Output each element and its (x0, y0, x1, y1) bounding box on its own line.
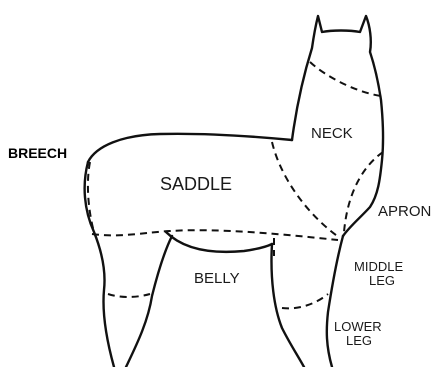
label-middle-leg-line-2: LEG (369, 273, 395, 288)
alpaca-outline (85, 16, 383, 367)
label-neck: NECK (311, 125, 353, 142)
saddle-belly-cut-line (92, 230, 338, 240)
label-lower-leg-line-1: LOWER (334, 319, 382, 334)
front-leg-front-outline (327, 236, 343, 367)
neck-saddle-cut-line (272, 142, 340, 238)
label-apron: APRON (378, 203, 431, 220)
hind-leg-lower-cut-line (108, 294, 150, 297)
front-leg-rear-outline (271, 244, 304, 367)
label-breech: BREECH (8, 145, 67, 161)
front-leg-lower-cut-line (282, 294, 328, 308)
neck-upper-cut-line (310, 62, 381, 96)
label-belly: BELLY (194, 270, 240, 287)
label-saddle: SADDLE (160, 174, 232, 194)
label-middle-leg-line-1: MIDDLE (354, 259, 403, 274)
hind-leg-front-outline (126, 236, 172, 367)
label-lower-leg-line-2: LEG (346, 333, 372, 348)
belly-outline (166, 232, 272, 252)
back-outline (88, 134, 292, 162)
